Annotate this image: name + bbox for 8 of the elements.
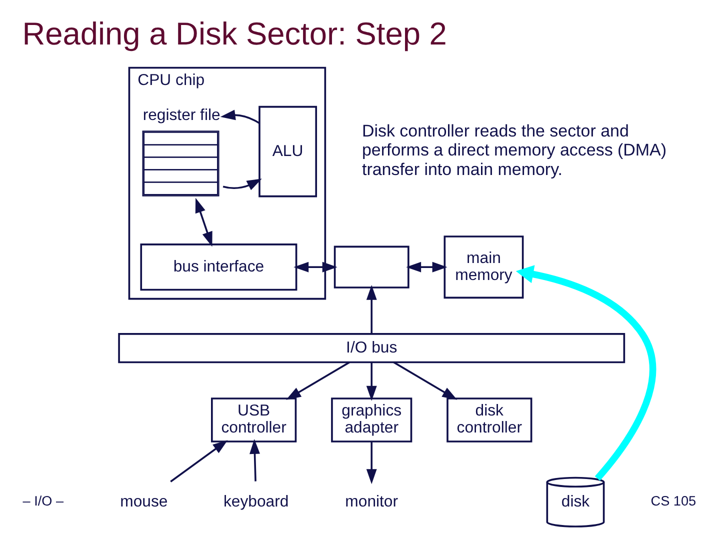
node-label: register file xyxy=(142,106,220,124)
node-text: monitor xyxy=(345,492,398,510)
label: Disk controller reads the sector and performs a direct memory access (DMA) transfer into main memory. xyxy=(362,120,667,178)
node-text: keyboard xyxy=(223,492,289,510)
label: – I/O – xyxy=(22,493,64,508)
node-text: mouse xyxy=(120,492,168,510)
label: CS 105 xyxy=(650,493,696,508)
diagram-title: Reading a Disk Sector: Step 2 xyxy=(22,14,447,51)
